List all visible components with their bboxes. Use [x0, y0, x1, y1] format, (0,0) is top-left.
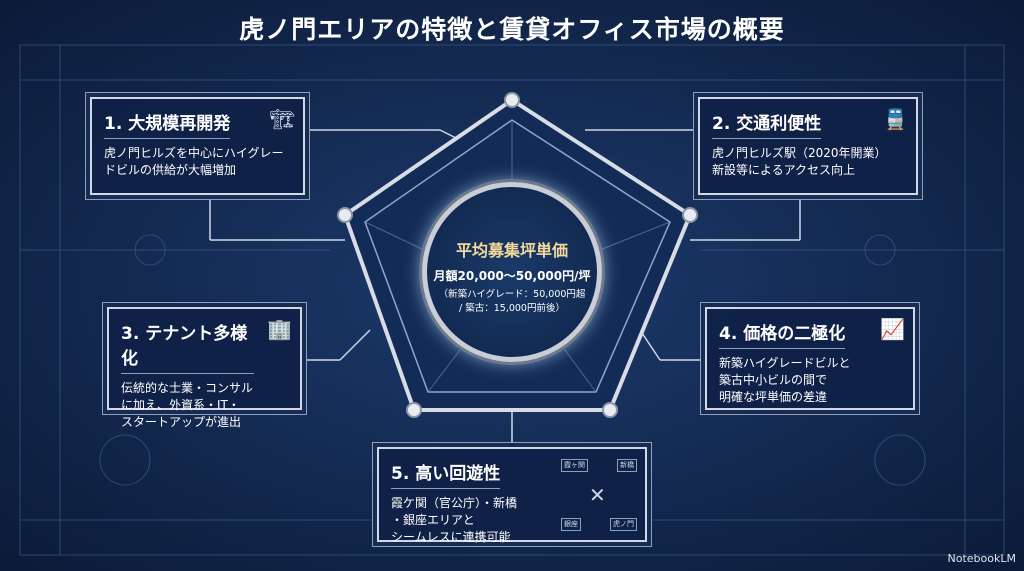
feature-box-transport: 2. 交通利便性 虎ノ門ヒルズ駅（2020年開業） 新設等によるアクセス向上 🚆	[698, 97, 918, 195]
feature-box-redevelopment: 1. 大規模再開発 虎ノ門ヒルズを中心にハイグレー ドビルの供給が大幅増加 🏗	[90, 97, 305, 195]
center-sub-value: （新築ハイグレード：50,000円超 / 築古：15,000円前後）	[438, 289, 586, 314]
average-rent-panel: 平均募集坪単価 月額20,000〜50,000円/坪 （新築ハイグレード：50,…	[422, 182, 602, 362]
page-title: 虎ノ門エリアの特徴と賃貸オフィス市場の概要	[239, 15, 785, 44]
box-body: 霞ケ関（官公庁）・新橋 ・銀座エリアと シームレスに連携可能	[391, 496, 518, 544]
map-label: 霞ヶ関	[561, 459, 588, 472]
map-label: 虎ノ門	[610, 518, 637, 531]
box-title: 3. テナント多様化	[121, 319, 254, 374]
box-body: 伝統的な士業・コンサル に加え、外資系・IT・ スタートアップが進出	[121, 381, 254, 429]
building-crane-icon: 🏗	[269, 107, 295, 131]
center-heading: 平均募集坪単価	[455, 241, 568, 260]
feature-box-price-gap: 4. 価格の二極化 新築ハイグレードビルと 築古中小ビルの間で 明確な坪単価の差…	[705, 307, 915, 410]
box-title: 2. 交通利便性	[712, 109, 822, 139]
train-icon: 🚆	[883, 107, 908, 131]
box-body: 虎ノ門ヒルズを中心にハイグレー ドビルの供給が大幅増加	[104, 146, 284, 177]
center-main-value: 月額20,000〜50,000円/坪	[433, 269, 591, 283]
area-map-icon: 霞ヶ関 新橋 銀座 虎ノ門 ✕	[561, 459, 637, 531]
map-label: 新橋	[617, 459, 637, 472]
cross-arrows-icon: ✕	[589, 483, 606, 507]
brand-watermark: NotebookLM	[947, 552, 1016, 565]
map-label: 銀座	[561, 518, 581, 531]
feature-box-tenants: 3. テナント多様化 伝統的な士業・コンサル に加え、外資系・IT・ スタートア…	[107, 307, 302, 429]
box-title: 5. 高い回遊性	[391, 459, 501, 489]
box-title: 4. 価格の二極化	[719, 319, 846, 349]
box-body: 新築ハイグレードビルと 築古中小ビルの間で 明確な坪単価の差違	[719, 356, 851, 404]
feature-box-connectivity: 5. 高い回遊性 霞ケ関（官公庁）・新橋 ・銀座エリアと シームレスに連携可能 …	[377, 447, 647, 544]
box-body: 虎ノ門ヒルズ駅（2020年開業） 新設等によるアクセス向上	[712, 146, 887, 177]
box-title: 1. 大規模再開発	[104, 109, 231, 139]
buildings-chart-icon: 📈	[880, 317, 905, 341]
briefcase-globe-icon: 🏢	[267, 317, 292, 341]
